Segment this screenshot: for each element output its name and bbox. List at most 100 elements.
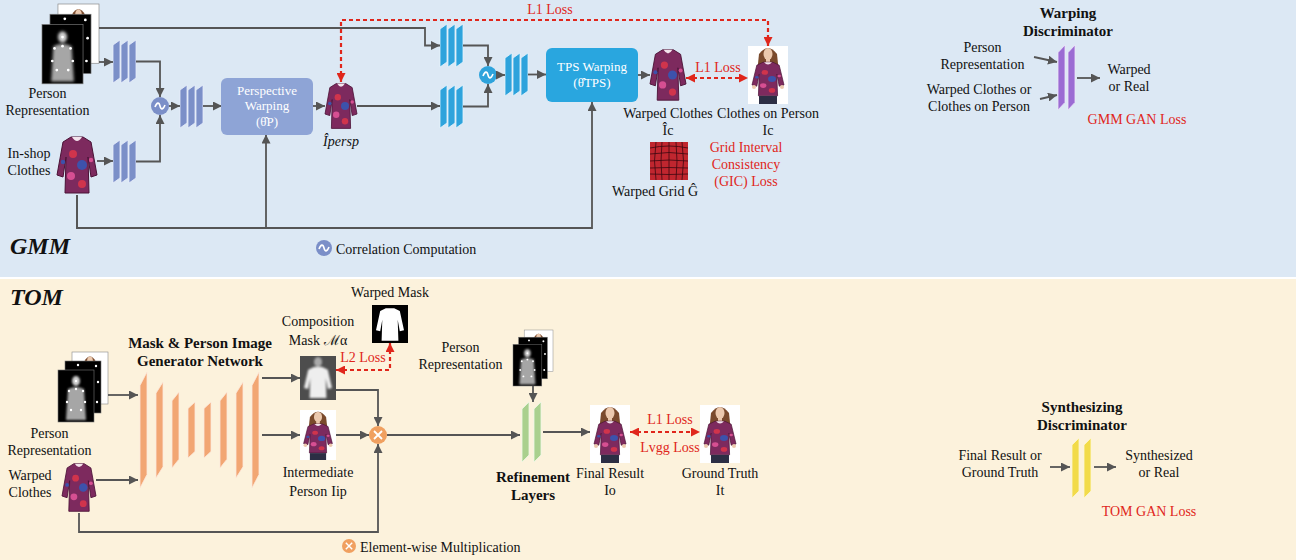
loss-connector	[630, 431, 700, 433]
caption: Person Representation	[2, 426, 97, 460]
drawing-part	[748, 46, 788, 104]
box-label: (θ̂TPS)	[573, 75, 610, 91]
caption-holder: Warping Discriminator	[1008, 4, 1128, 40]
drawing-part	[376, 308, 404, 340]
drawing-part	[700, 405, 740, 463]
network-block: Synthesizing Discriminator	[1070, 438, 1093, 498]
label-holder: Grid Interval Consistency (GIC) Loss	[698, 140, 794, 190]
drawing-part	[521, 53, 528, 96]
drawing-part	[169, 105, 180, 107]
image-node: Warped Grid Ĝ	[650, 142, 688, 180]
image-node: Warped ClothesÎc	[650, 48, 686, 102]
loss-connector	[686, 77, 748, 79]
drawing-part	[1077, 77, 1100, 79]
drawing-part	[57, 137, 97, 193]
flow-arrow	[262, 434, 300, 436]
drawing-part	[151, 97, 169, 115]
drawing-part	[204, 402, 211, 458]
drawing-part	[336, 434, 369, 436]
note-label: Warped or Real	[1102, 62, 1156, 96]
caption: It	[675, 483, 765, 500]
legend-text: Element-wise Multiplication	[360, 540, 521, 555]
block-title: Refinement Layers	[492, 468, 574, 504]
panel-title: TOM	[10, 283, 63, 312]
caption-holder: Final ResultIo	[565, 466, 655, 500]
caption-holder: Warped Mask	[340, 285, 440, 302]
process-box: TPS Warping(θ̂TPS)	[546, 48, 638, 102]
loss-connector	[336, 343, 390, 370]
label-holder: TOM GAN Loss	[1094, 504, 1204, 521]
edge-label: L1 Loss	[688, 60, 748, 77]
drawing-part	[136, 115, 160, 162]
caption-holder: Îpersp	[311, 134, 371, 151]
drawing-part	[42, 4, 99, 84]
drawing-part	[1094, 466, 1116, 468]
drawing-part	[180, 85, 187, 128]
drawing-part	[58, 352, 108, 422]
drawing-part	[325, 84, 357, 129]
caption: Final Result	[565, 466, 655, 483]
drawing-part	[304, 367, 332, 398]
drawing-part	[79, 444, 378, 532]
label-holder: Person Representation	[935, 40, 1030, 74]
drawing-part	[319, 245, 329, 251]
drawing-part	[252, 372, 259, 488]
drawing-part	[456, 24, 463, 67]
caption-holder: Warped Clothes	[2, 468, 58, 502]
drawing-part	[236, 382, 243, 478]
image-node: Final ResultIo	[590, 405, 630, 463]
drawing-part	[188, 402, 195, 458]
drawing-part	[522, 402, 529, 462]
title-holder: TOM	[10, 283, 63, 312]
flow-arrow	[96, 479, 138, 481]
caption-holder: In-shop Clothes	[2, 146, 56, 180]
edge-label-holder: L1 Loss	[688, 60, 748, 77]
image-node: Clothes on PersonIc	[748, 46, 788, 104]
image-node: Person Representation	[42, 4, 99, 84]
drawing-part	[1068, 45, 1075, 110]
edge-label: L1 Loss	[520, 2, 580, 19]
drawing-part	[590, 405, 630, 463]
multiply-symbols	[342, 426, 387, 553]
network-block: Warping Discriminator	[1056, 45, 1078, 110]
image-node: Person Representation	[58, 352, 108, 422]
image-node: Warped Clothes	[62, 462, 96, 513]
drawing-part	[155, 103, 165, 109]
caption-holder: Mask & Person Image Generator Network	[120, 334, 280, 370]
drawing-part	[172, 392, 179, 468]
flow-arrow	[262, 377, 300, 379]
connectors	[77, 20, 768, 480]
label-holder: Lvgg Loss	[636, 440, 704, 457]
box-label: TPS Warping	[557, 59, 627, 75]
drawing-part	[369, 426, 387, 444]
loss-connector	[341, 20, 768, 82]
drawing-part	[463, 46, 488, 67]
drawing-part	[374, 431, 382, 439]
caption: In-shop Clothes	[2, 146, 56, 180]
drawing-part	[121, 140, 128, 183]
loss-label: GMM GAN Loss	[1082, 112, 1192, 129]
image-node: Warped Mask	[372, 305, 408, 343]
drawing-part	[99, 61, 113, 63]
caption-holder: Person Representation	[2, 426, 97, 460]
drawing-part	[62, 464, 96, 512]
caption-holder: Clothes on PersonIc	[710, 106, 826, 140]
drawing-part	[448, 85, 455, 128]
caption-holder: Warped ClothesÎc	[620, 106, 716, 140]
drawing-part	[346, 543, 352, 549]
caption: Îpersp	[311, 134, 371, 151]
drawing-part	[203, 105, 222, 107]
drawing-part	[1040, 95, 1057, 99]
tom-pictures	[58, 305, 740, 511]
drawing-part	[483, 72, 493, 78]
image-node: Composition Maskℳα	[300, 356, 336, 400]
drawing-part	[497, 74, 505, 76]
drawing-part	[314, 357, 322, 367]
flow-arrow	[77, 102, 592, 228]
caption: Person Representation	[413, 340, 508, 374]
edge-label-holder: L1 Loss	[520, 2, 580, 19]
gmm-pictures	[42, 4, 788, 193]
